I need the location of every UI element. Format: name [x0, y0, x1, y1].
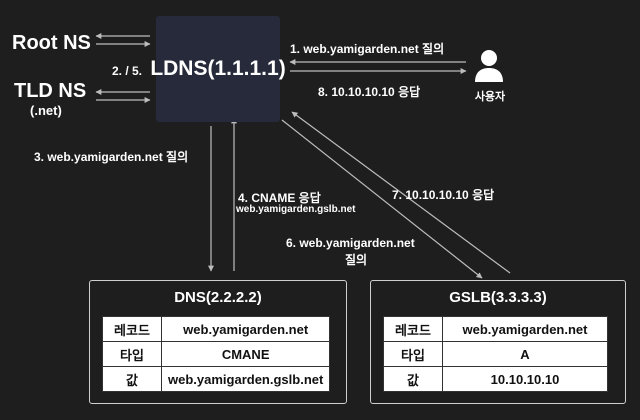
ldns-label: LDNS(1.1.1.1): [150, 57, 286, 80]
dns-record-table: 레코드 web.yamigarden.net 타입 CMANE 값 web.ya…: [102, 316, 331, 392]
type-value-cell: CMANE: [160, 341, 331, 367]
step-4-sublabel: web.yamigarden.gslb.net: [236, 204, 356, 215]
step-6-label-line2: 질의: [345, 253, 368, 267]
table-row: 타입 CMANE: [102, 341, 331, 367]
gslb-server-title: GSLB(3.3.3.3): [449, 289, 547, 306]
type-key-cell: 타입: [383, 341, 443, 367]
gslb-server-box: GSLB(3.3.3.3) 레코드 web.yamigarden.net 타입 …: [370, 280, 626, 404]
record-value-cell: web.yamigarden.net: [160, 316, 331, 342]
table-row: 레코드 web.yamigarden.net: [102, 316, 331, 342]
step-3-label: 3. web.yamigarden.net 질의: [34, 150, 189, 164]
step-1-label: 1. web.yamigarden.net 질의: [290, 42, 445, 56]
person-icon: [475, 50, 503, 82]
table-row: 레코드 web.yamigarden.net: [383, 316, 608, 342]
table-row: 값 web.yamigarden.gslb.net: [102, 366, 331, 392]
record-key-cell: 레코드: [102, 316, 162, 342]
dns-server-title: DNS(2.2.2.2): [174, 289, 262, 306]
value-key-cell: 값: [383, 366, 443, 392]
step-2-5-label: 2. / 5.: [112, 64, 143, 78]
step-6-label: 6. web.yamigarden.net: [286, 236, 415, 250]
root-ns-label: Root NS: [12, 32, 91, 54]
type-key-cell: 타입: [102, 341, 162, 367]
tld-ns-sublabel: (.net): [30, 103, 62, 118]
ldns-box: LDNS(1.1.1.1): [150, 16, 286, 122]
type-value-cell: A: [442, 341, 608, 367]
step-7-label: 7. 10.10.10.10 응답: [392, 188, 495, 202]
value-value-cell: web.yamigarden.gslb.net: [160, 366, 331, 392]
step-4-label: 4. CNAME 응답: [238, 191, 321, 205]
tld-ns-label: TLD NS: [14, 80, 87, 102]
gslb-record-table: 레코드 web.yamigarden.net 타입 A 값 10.10.10.1…: [383, 316, 608, 392]
record-value-cell: web.yamigarden.net: [442, 316, 608, 342]
step-8-label: 8. 10.10.10.10 응답: [318, 85, 421, 99]
arrow-gslb-to-ldns: [291, 111, 511, 274]
user-label: 사용자: [474, 91, 506, 103]
value-key-cell: 값: [102, 366, 162, 392]
value-value-cell: 10.10.10.10: [442, 366, 608, 392]
arrow-ldns-to-gslb: [281, 119, 483, 279]
dns-server-box: DNS(2.2.2.2) 레코드 web.yamigarden.net 타입 C…: [89, 280, 347, 404]
record-key-cell: 레코드: [383, 316, 443, 342]
table-row: 타입 A: [383, 341, 608, 367]
table-row: 값 10.10.10.10: [383, 366, 608, 392]
